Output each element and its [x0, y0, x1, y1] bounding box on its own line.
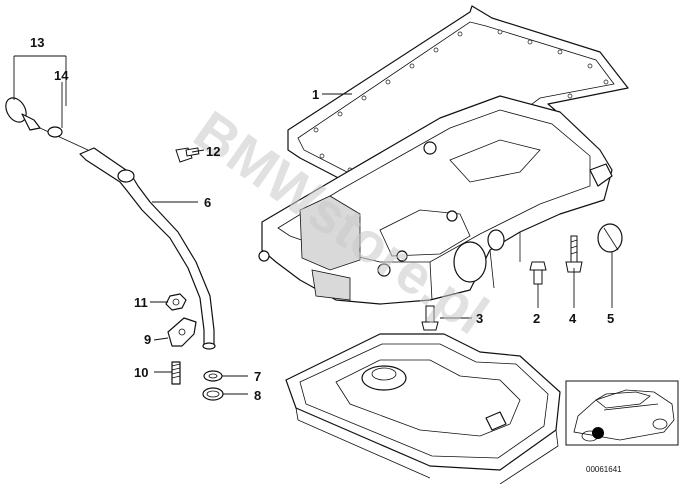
bolt-3[interactable]: [421, 305, 439, 331]
bracket-9[interactable]: [167, 317, 197, 347]
callout-2: 2: [533, 311, 540, 326]
upper-oil-pan[interactable]: [258, 95, 613, 305]
oil-dipstick[interactable]: [2, 94, 89, 151]
callout-5: 5: [607, 311, 614, 326]
dipstick-guide-tube[interactable]: [79, 147, 216, 350]
callout-14: 14: [54, 68, 69, 83]
callout-4: 4: [569, 311, 577, 326]
hex-nut-11[interactable]: [165, 293, 187, 311]
callout-3: 3: [476, 311, 483, 326]
dipstick-seal-ring[interactable]: [47, 126, 63, 138]
callout-9: 9: [144, 332, 151, 347]
callout-8: 8: [254, 388, 261, 403]
callout-7: 7: [254, 369, 261, 384]
callout-10: 10: [134, 365, 148, 380]
bolt-2[interactable]: [529, 261, 547, 285]
sealing-ring-7[interactable]: [203, 370, 223, 382]
callout-12: 12: [206, 144, 220, 159]
upper-oil-pan-gasket[interactable]: [287, 5, 629, 201]
callout-11: 11: [134, 295, 148, 310]
stud-10[interactable]: [171, 361, 181, 385]
leader-lines: [13, 55, 613, 395]
callout-1: 1: [312, 87, 319, 102]
sealing-ring-8[interactable]: [202, 387, 224, 401]
lower-oil-pan[interactable]: [285, 333, 561, 484]
document-number: 00061641: [586, 465, 622, 474]
callout-6: 6: [204, 195, 211, 210]
bolt-4[interactable]: [565, 235, 583, 273]
callout-13: 13: [30, 35, 44, 50]
vehicle-location-thumbnail[interactable]: [565, 380, 679, 446]
engine-location-marker: [592, 427, 604, 439]
drain-plug-5[interactable]: [597, 223, 623, 253]
